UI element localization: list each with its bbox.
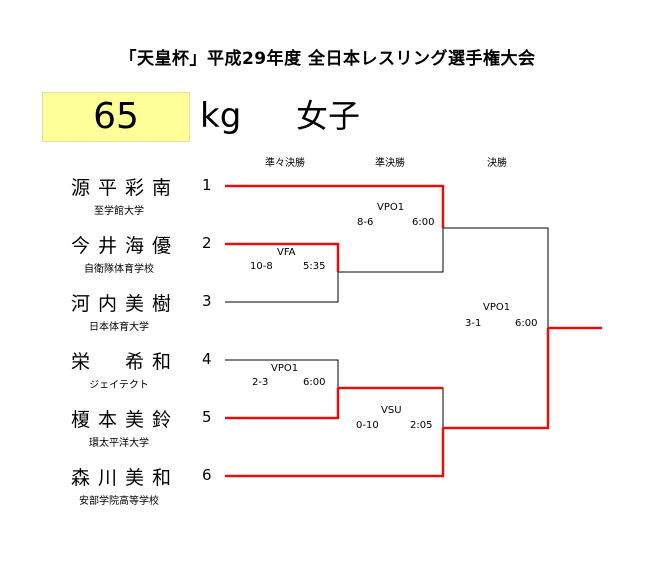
round-label-final: 決勝 — [487, 158, 507, 169]
result-type: VPO1 — [271, 363, 299, 374]
competitor-name: 今井海優 — [70, 235, 179, 257]
result-score: 2-3 — [252, 377, 269, 388]
competitor-name: 森川美和 — [70, 467, 179, 489]
result-time: 6:00 — [515, 318, 538, 329]
result-type: VSU — [381, 405, 402, 416]
result-type: VPO1 — [483, 302, 511, 313]
seed-number: 5 — [202, 408, 212, 426]
seed-number: 6 — [202, 466, 212, 484]
competitor-name: 栄 希和 — [70, 351, 179, 373]
weight-class-value: 65 — [93, 96, 139, 137]
competitor-name: 源平彩南 — [70, 177, 179, 199]
winner-line-seed1 — [225, 184, 445, 228]
competitor-school: 至学館大学 — [94, 206, 144, 217]
round-label-quarterfinal: 準々決勝 — [265, 158, 305, 169]
category-label: 女子 — [296, 97, 361, 135]
bracket-line-sf-top-loser — [338, 228, 444, 273]
result-score: 8-6 — [357, 217, 374, 228]
seed-number: 4 — [202, 350, 212, 368]
result-type: VFA — [277, 247, 296, 258]
winner-line-final-entry — [443, 328, 550, 430]
winner-line-seed2 — [225, 242, 340, 272]
competitor-school: 日本体育大学 — [89, 322, 149, 333]
competitor-school: 自衛隊体育学校 — [84, 264, 154, 275]
result-score: 10-8 — [250, 261, 273, 272]
result-score: 0-10 — [356, 420, 379, 431]
winner-line-seed5 — [225, 388, 340, 420]
result-score: 3-1 — [465, 318, 482, 329]
competitor-school: 環太平洋大学 — [89, 438, 149, 449]
weight-unit: kg — [200, 96, 242, 136]
bracket-line-seed3 — [225, 272, 339, 303]
competitor-school: ジェイテクト — [89, 380, 149, 391]
seed-number: 3 — [202, 292, 212, 310]
result-time: 6:00 — [303, 377, 326, 388]
bracket-line-seed4 — [225, 359, 339, 388]
result-time: 6:00 — [412, 217, 435, 228]
seed-number: 2 — [202, 234, 212, 252]
competitor-name: 榎本美鈴 — [70, 409, 179, 431]
page-title: 「天皇杯」平成29年度 全日本レスリング選手権大会 — [119, 49, 536, 69]
round-label-semifinal: 準決勝 — [375, 158, 405, 169]
competitor-school: 安部学院高等学校 — [79, 496, 159, 507]
seed-number: 1 — [202, 176, 212, 194]
bracket-line-final-loser — [443, 227, 549, 328]
competitor-name: 河内美樹 — [70, 293, 179, 315]
weight-highlight-box — [42, 92, 190, 142]
result-time: 2:05 — [410, 420, 433, 431]
result-type: VPO1 — [377, 202, 405, 213]
winner-line-seed6 — [225, 428, 445, 478]
result-time: 5:35 — [303, 261, 326, 272]
